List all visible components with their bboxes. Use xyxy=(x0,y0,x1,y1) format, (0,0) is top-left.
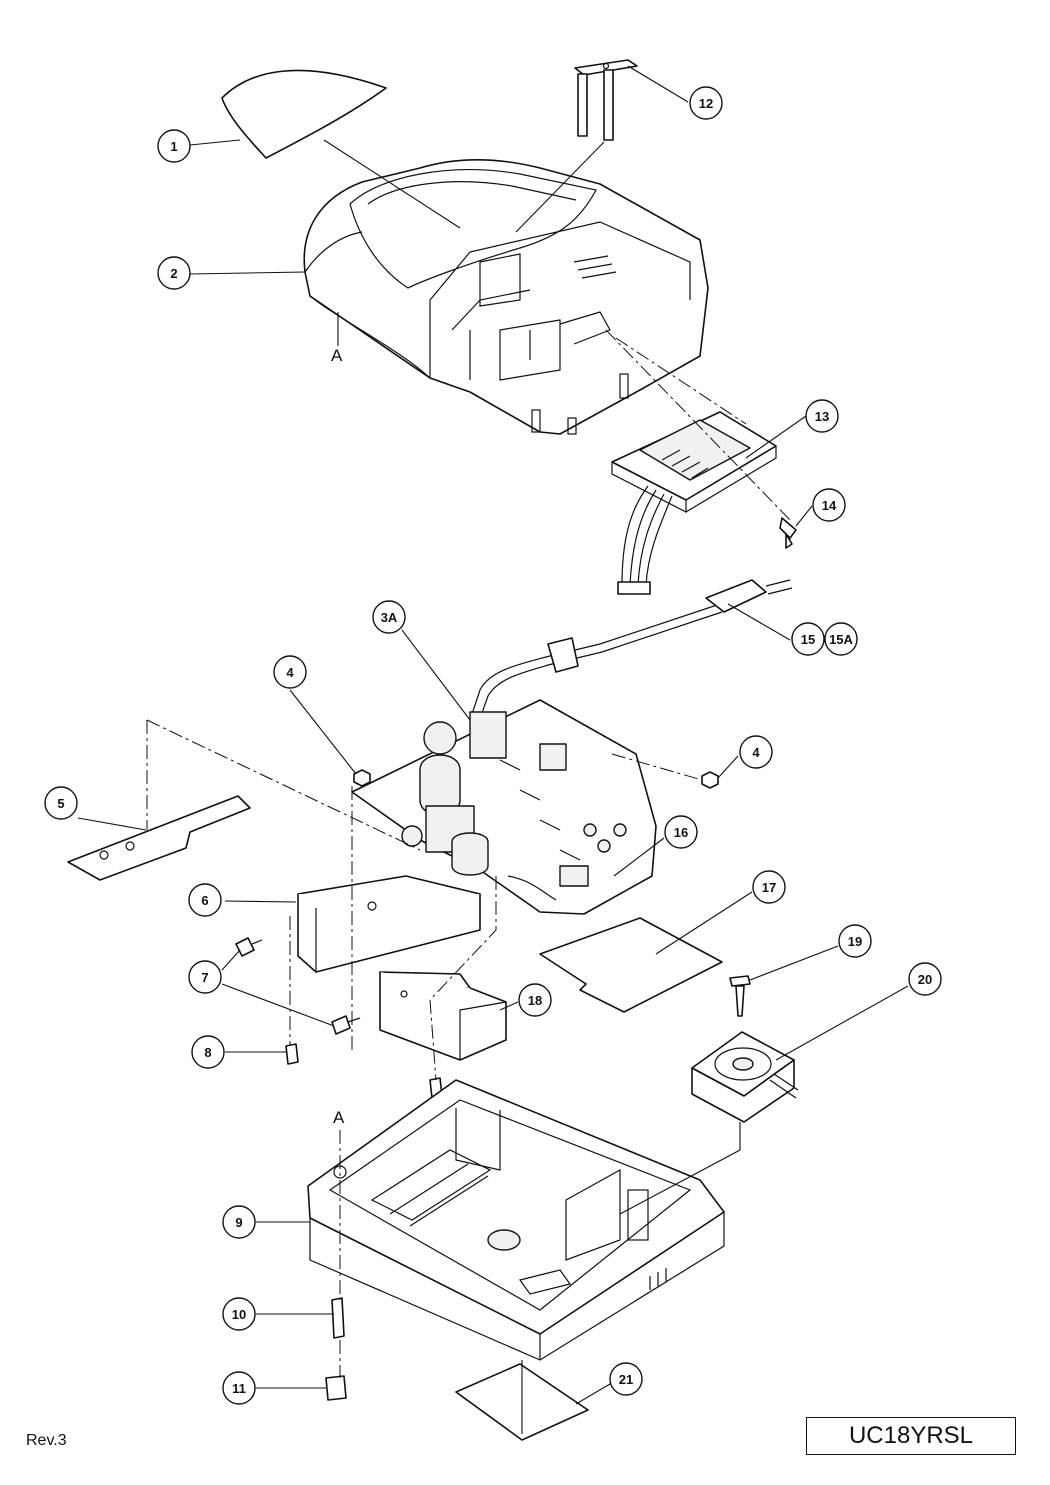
callout-19: 19 xyxy=(838,924,872,958)
svg-text:4: 4 xyxy=(286,665,294,680)
part-17-sheet xyxy=(539,917,723,1013)
leader-lines xyxy=(77,65,909,1434)
part-12-terminal xyxy=(574,59,638,141)
svg-text:8: 8 xyxy=(204,1045,211,1060)
svg-text:1: 1 xyxy=(170,139,177,154)
svg-text:15: 15 xyxy=(801,632,815,647)
callout-3a: 3A xyxy=(372,600,406,634)
part-7-screw-lower xyxy=(331,1015,361,1035)
callout-14: 14 xyxy=(812,488,846,522)
part-11-foot xyxy=(325,1375,347,1401)
part-4-nut-left xyxy=(353,769,371,787)
part-13-terminal-block xyxy=(611,411,777,595)
svg-text:12: 12 xyxy=(699,96,713,111)
callout-13: 13 xyxy=(805,399,839,433)
svg-text:6: 6 xyxy=(201,893,208,908)
svg-text:15A: 15A xyxy=(829,632,853,647)
part-20-fan xyxy=(691,1031,799,1123)
svg-text:17: 17 xyxy=(762,880,776,895)
svg-text:18: 18 xyxy=(528,993,542,1008)
part-10-screw xyxy=(331,1297,345,1339)
svg-text:3A: 3A xyxy=(381,610,398,625)
callout-4-right: 4 xyxy=(739,735,773,769)
part-1-label-sheet xyxy=(221,69,387,159)
svg-text:4: 4 xyxy=(752,745,760,760)
part-18-bracket xyxy=(379,971,507,1061)
callout-7: 7 xyxy=(188,960,222,994)
part-14-screw xyxy=(779,517,797,549)
callout-12: 12 xyxy=(689,86,723,120)
svg-text:11: 11 xyxy=(232,1381,246,1396)
svg-text:10: 10 xyxy=(232,1307,246,1322)
callout-11: 11 xyxy=(222,1371,256,1405)
svg-text:14: 14 xyxy=(822,498,837,513)
callout-21: 21 xyxy=(609,1362,643,1396)
part-9-lower-housing xyxy=(307,1079,725,1361)
callout-8: 8 xyxy=(191,1035,225,1069)
callout-15: 15 xyxy=(791,622,825,656)
part-2-upper-housing xyxy=(303,158,709,435)
svg-text:5: 5 xyxy=(57,796,64,811)
callout-20: 20 xyxy=(908,962,942,996)
model-number: UC18YRSL xyxy=(848,1422,974,1449)
svg-text:21: 21 xyxy=(619,1372,633,1387)
svg-text:13: 13 xyxy=(815,409,829,424)
callout-1: 1 xyxy=(157,129,191,163)
reference-letter-a-upper: A xyxy=(331,346,343,365)
revision-label: Rev.3 xyxy=(26,1432,67,1449)
callout-6: 6 xyxy=(188,883,222,917)
part-8-screw xyxy=(285,1043,299,1065)
part-19-screw xyxy=(729,975,751,1017)
part-5-insulating-sheet xyxy=(67,795,251,881)
callout-15a: 15A xyxy=(824,622,858,656)
part-7-screw-upper xyxy=(235,937,263,957)
model-number-box: UC18YRSL xyxy=(806,1417,1016,1455)
callout-16: 16 xyxy=(664,815,698,849)
part-15-power-cord xyxy=(469,579,793,725)
callout-18: 18 xyxy=(518,983,552,1017)
reference-letter-a-lower: A xyxy=(333,1108,345,1127)
svg-text:7: 7 xyxy=(201,970,208,985)
callout-5: 5 xyxy=(44,786,78,820)
svg-text:9: 9 xyxy=(235,1215,242,1230)
svg-text:16: 16 xyxy=(674,825,688,840)
part-6-bracket xyxy=(297,875,481,973)
callout-2: 2 xyxy=(157,256,191,290)
callout-9: 9 xyxy=(222,1205,256,1239)
callout-17: 17 xyxy=(752,870,786,904)
callout-10: 10 xyxy=(222,1297,256,1331)
svg-text:20: 20 xyxy=(918,972,932,987)
svg-text:19: 19 xyxy=(848,934,862,949)
svg-text:2: 2 xyxy=(170,266,177,281)
callout-4-left: 4 xyxy=(273,655,307,689)
assembly-lines xyxy=(146,329,791,1378)
part-4-nut-right xyxy=(701,771,719,789)
